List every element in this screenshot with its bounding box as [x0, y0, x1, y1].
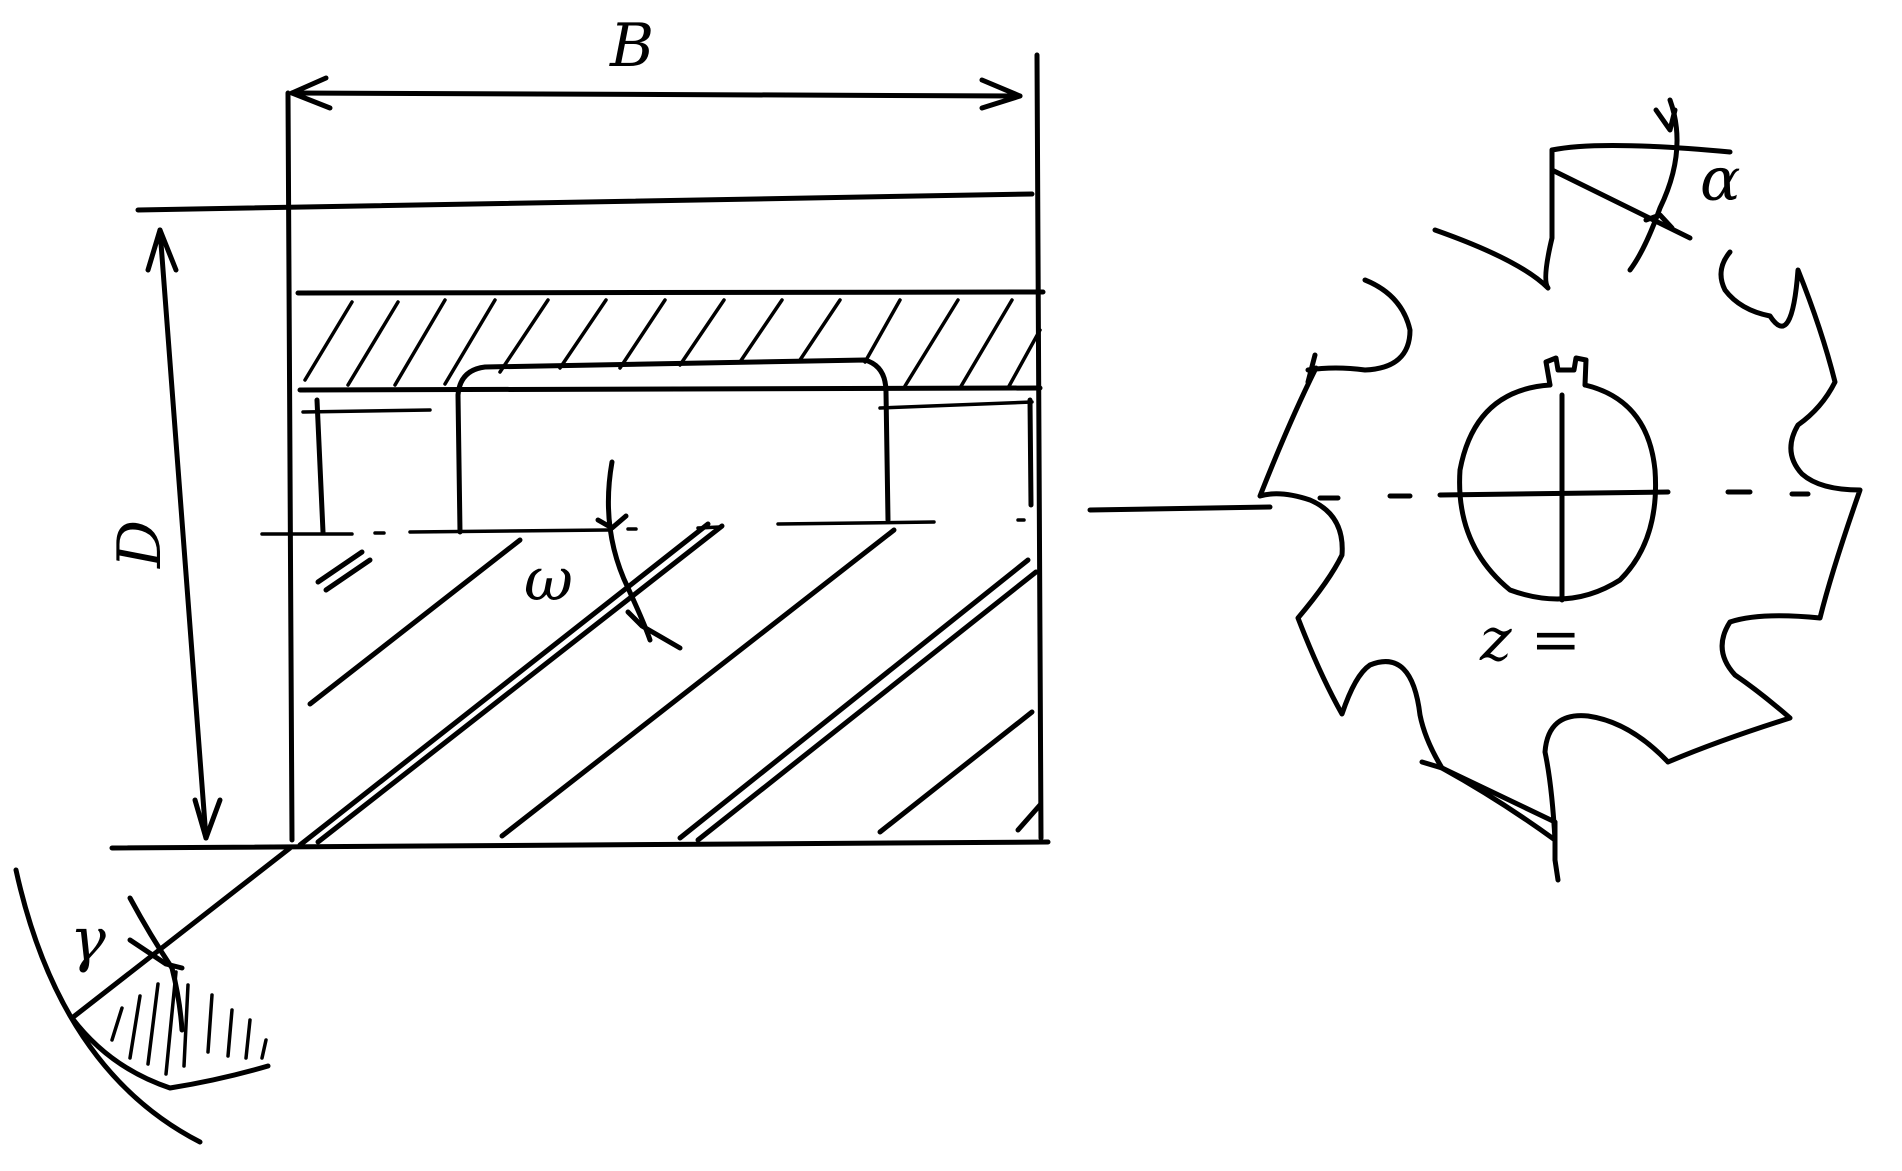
dimension-d-line — [157, 227, 209, 841]
rake-tooth-profile — [69, 1015, 271, 1091]
axis-connector-line — [1087, 504, 1273, 513]
rake-angle-label: γ — [70, 905, 106, 975]
dimension-d-top-arrow — [145, 227, 179, 273]
bore-top-line — [295, 289, 1046, 296]
relief-angle-arc — [1627, 97, 1680, 273]
helix-angle-label: ω — [524, 545, 573, 615]
bore-hatching — [303, 298, 1042, 390]
rake-hatching — [110, 970, 268, 1076]
bottom-extension-line — [109, 839, 1051, 851]
dimension-b-left-arrow — [289, 75, 333, 111]
dimension-d: D — [105, 227, 223, 841]
front-center-horizontal — [1437, 489, 1671, 498]
helix-angle-arrow-top — [595, 513, 629, 531]
helix-angle: ω — [524, 459, 683, 651]
dimension-b-right-arrow — [979, 77, 1023, 111]
inner-left-ledge — [301, 408, 432, 414]
rake-face-line — [69, 845, 293, 1021]
rake-angle-arrow — [127, 937, 185, 971]
side-view-left-edge — [285, 90, 295, 843]
bore-bottom-line — [297, 385, 1043, 393]
relief-angle: α — [1549, 97, 1741, 273]
dimension-d-bottom-arrow — [192, 797, 223, 841]
dimension-b-line — [289, 90, 1023, 99]
dimension-b: B — [289, 11, 1023, 111]
rake-detail-arc — [13, 867, 203, 1145]
front-view: α z = — [1257, 97, 1863, 883]
teeth-count-label: z = — [1479, 605, 1581, 675]
side-view-right-edge — [1034, 52, 1044, 841]
front-center-dashes — [1317, 489, 1811, 501]
top-extension-line — [135, 191, 1035, 213]
inner-right-ledge — [878, 400, 1034, 410]
inner-right-vertical — [1027, 397, 1034, 508]
helix-angle-arrow-bottom — [625, 609, 683, 651]
relief-angle-label: α — [1700, 145, 1741, 215]
rake-angle-detail: γ — [13, 845, 293, 1145]
relief-angle-arrows — [1643, 107, 1678, 231]
keyway-outline — [455, 357, 891, 535]
bore-keyway — [1543, 355, 1589, 388]
side-view: B D ω — [13, 11, 1051, 1145]
inner-left-vertical — [314, 397, 326, 535]
dimension-d-label: D — [105, 520, 175, 569]
helical-tooth-lines — [297, 521, 1043, 848]
tooth-flank-marks — [1305, 352, 1561, 883]
cutter-outline — [1257, 142, 1863, 843]
relief-angle-line — [1549, 167, 1693, 241]
center-line — [260, 518, 1026, 536]
dimension-b-label: B — [609, 11, 654, 81]
